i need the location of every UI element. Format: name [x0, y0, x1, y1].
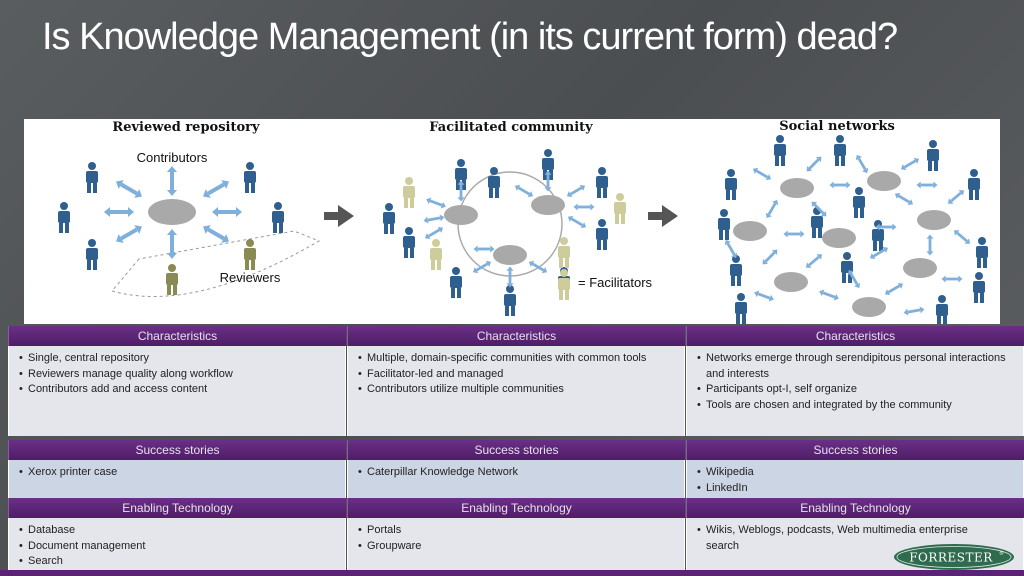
logo-text: FORRESTER	[909, 551, 993, 565]
list-item: Tools are chosen and integrated by the c…	[697, 398, 1015, 414]
panel-title-community: Facilitated community	[429, 120, 593, 135]
panel-title-repository: Reviewed repository	[112, 120, 260, 135]
characteristics-header: Characteristics	[347, 326, 685, 346]
comparison-table: Characteristics Single, central reposito…	[8, 324, 1024, 570]
contributor-person-icon	[272, 202, 284, 233]
repository-panel: Contributors Reviewers	[58, 150, 321, 297]
page-title: Is Knowledge Management (in its current …	[42, 16, 898, 58]
list-item: Wikis, Weblogs, podcasts, Web multimedia…	[697, 523, 983, 554]
success-header: Success stories	[8, 440, 346, 460]
logo-registered-mark: ®	[999, 550, 1004, 557]
km-evolution-diagram: Reviewed repository Facilitated communit…	[24, 119, 1000, 324]
list-item: Contributors utilize multiple communitie…	[358, 382, 676, 398]
list-item: Search	[19, 554, 337, 570]
success-header: Success stories	[347, 440, 685, 460]
footer-bar	[0, 570, 1024, 576]
characteristics-header: Characteristics	[8, 326, 346, 346]
facilitator-legend-icon	[558, 269, 570, 300]
list-item: Xerox printer case	[19, 465, 337, 481]
tech-header: Enabling Technology	[347, 498, 685, 518]
tech-header: Enabling Technology	[8, 498, 346, 518]
facilitator-person-icon	[558, 237, 570, 268]
diagram-svg: Reviewed repository Facilitated communit…	[58, 119, 988, 324]
tech-header: Enabling Technology	[686, 498, 1024, 518]
reviewer-person-icon	[244, 239, 256, 270]
success-cell: Wikipedia LinkedIn	[686, 460, 1024, 498]
list-item: LinkedIn	[697, 481, 1015, 497]
list-item: Wikipedia	[697, 465, 1015, 481]
reviewer-person-icon	[166, 264, 178, 295]
list-item: Single, central repository	[19, 351, 337, 367]
transition-arrow-icon	[324, 205, 354, 227]
success-header: Success stories	[686, 440, 1024, 460]
success-cell: Caterpillar Knowledge Network	[347, 460, 685, 498]
list-item: Groupware	[358, 539, 676, 555]
list-item: Caterpillar Knowledge Network	[358, 465, 676, 481]
facilitators-label: = Facilitators	[578, 275, 653, 290]
list-item: Document management	[19, 539, 337, 555]
contributor-person-icon	[86, 239, 98, 270]
social-column: Characteristics Networks emerge through …	[686, 324, 1024, 570]
contributor-person-icon	[58, 202, 70, 233]
list-item: Portals	[358, 523, 676, 539]
list-item: Networks emerge through serendipitous pe…	[697, 351, 1015, 382]
list-item: Contributors add and access content	[19, 382, 337, 398]
characteristics-cell: Multiple, domain-specific communities wi…	[347, 346, 685, 436]
community-panel: = Facilitators	[383, 149, 653, 316]
tech-cell: Database Document management Search	[8, 518, 346, 570]
forrester-logo: FORRESTER ®	[893, 543, 1015, 571]
reviewers-label: Reviewers	[220, 270, 281, 285]
list-item: Reviewers manage quality along workflow	[19, 367, 337, 383]
contributors-label: Contributors	[137, 150, 208, 165]
contributor-person-icon	[86, 162, 98, 193]
list-item: Multiple, domain-specific communities wi…	[358, 351, 676, 367]
central-repository-hub	[148, 199, 196, 225]
facilitator-person-icon	[403, 177, 415, 208]
social-panel	[718, 135, 988, 324]
tech-cell: Portals Groupware	[347, 518, 685, 570]
panel-title-social: Social networks	[779, 119, 895, 134]
list-item: Facilitator-led and managed	[358, 367, 676, 383]
list-item: Database	[19, 523, 337, 539]
facilitator-person-icon	[614, 193, 626, 224]
contributor-person-icon	[244, 162, 256, 193]
success-cell: Xerox printer case	[8, 460, 346, 498]
community-column: Characteristics Multiple, domain-specifi…	[347, 324, 685, 570]
transition-arrow-icon	[648, 205, 678, 227]
characteristics-cell: Single, central repository Reviewers man…	[8, 346, 346, 436]
characteristics-header: Characteristics	[686, 326, 1024, 346]
facilitator-person-icon	[430, 239, 442, 270]
repository-column: Characteristics Single, central reposito…	[8, 324, 346, 570]
list-item: Participants opt-I, self organize	[697, 382, 1015, 398]
characteristics-cell: Networks emerge through serendipitous pe…	[686, 346, 1024, 436]
